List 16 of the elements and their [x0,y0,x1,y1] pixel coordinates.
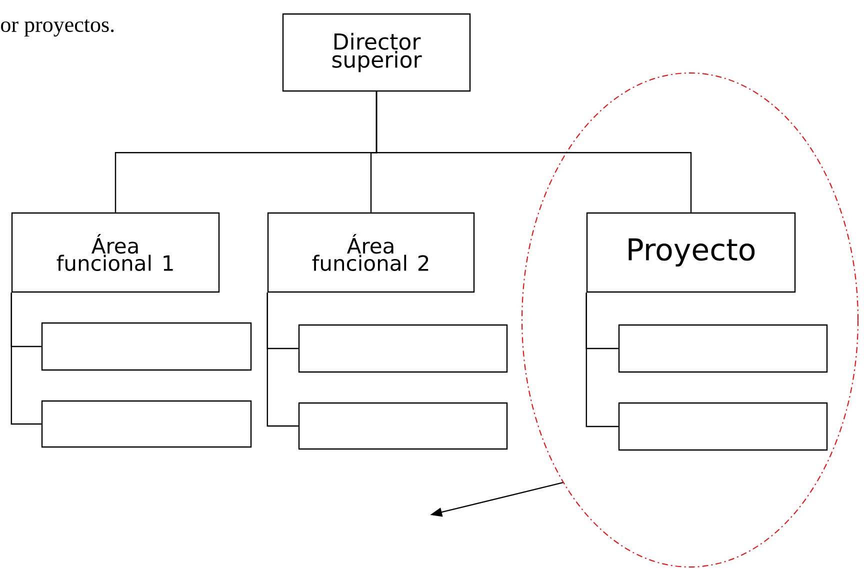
text-fragment: or proyectos. [1,19,114,37]
process-box: Director superior [282,13,471,92]
process-box: Área funcional 1 [11,212,220,293]
process-box: Área funcional 2 [267,212,475,293]
empty-box [41,322,252,371]
process-box: Proyecto [586,212,796,293]
connector-line [266,292,298,427]
connector-line [10,292,42,425]
empty-box [298,402,508,450]
empty-box [298,324,508,373]
dashed-ellipse [522,72,858,568]
connector-line [376,92,692,212]
empty-box [618,402,828,451]
empty-box [41,400,252,448]
empty-box [618,324,828,373]
connector-line [586,292,618,428]
